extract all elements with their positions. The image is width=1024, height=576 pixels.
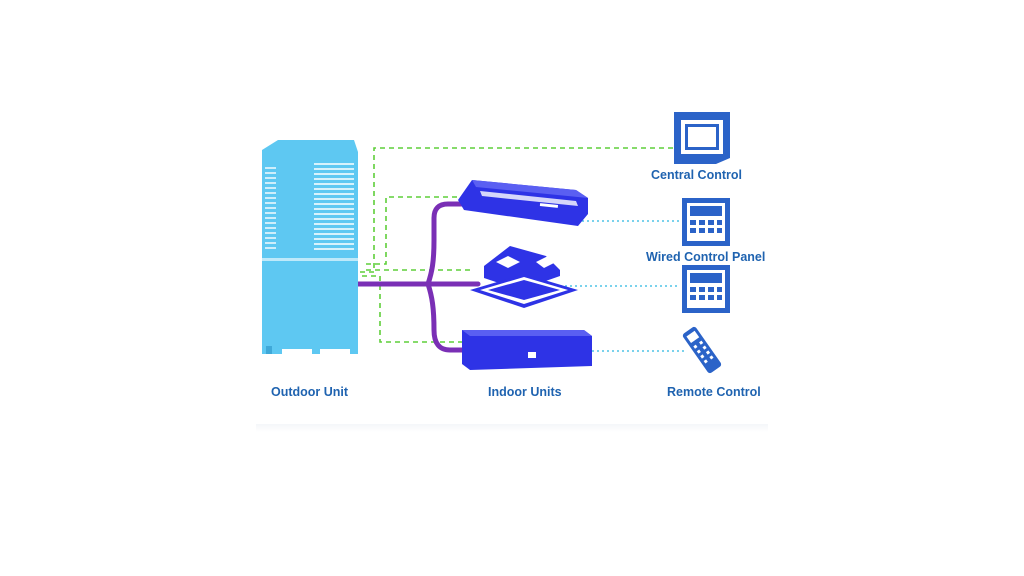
indoor-units-label: Indoor Units <box>488 385 562 399</box>
wiring-to-wall-unit <box>362 275 462 343</box>
outdoor-unit-right-grille <box>314 163 354 250</box>
remote-control-label: Remote Control <box>667 385 761 399</box>
indoor-unit-wall <box>462 330 592 370</box>
wired-control-panel-1 <box>682 198 730 246</box>
pipe-branch-down <box>425 281 465 353</box>
central-control-label: Central Control <box>651 168 742 182</box>
outdoor-unit-left-grille <box>265 167 276 249</box>
central-control-device <box>674 112 730 164</box>
indoor-unit-ceiling <box>458 180 588 226</box>
floor-shadow <box>256 424 768 432</box>
indoor-unit-cassette <box>470 246 578 308</box>
refrigerant-piping <box>353 201 481 353</box>
control-wiring <box>360 147 674 343</box>
outdoor-unit-label: Outdoor Unit <box>271 385 349 399</box>
wired-control-panel-label: Wired Control Panel <box>646 250 766 264</box>
wiring-to-ceiling-unit <box>366 196 470 265</box>
wiring-to-central-control <box>360 147 674 273</box>
signal-lines <box>560 220 684 352</box>
outdoor-unit <box>262 140 358 354</box>
wired-control-panel-2 <box>682 265 730 313</box>
remote-control-device <box>682 326 722 374</box>
pipe-branch-up <box>425 201 465 287</box>
